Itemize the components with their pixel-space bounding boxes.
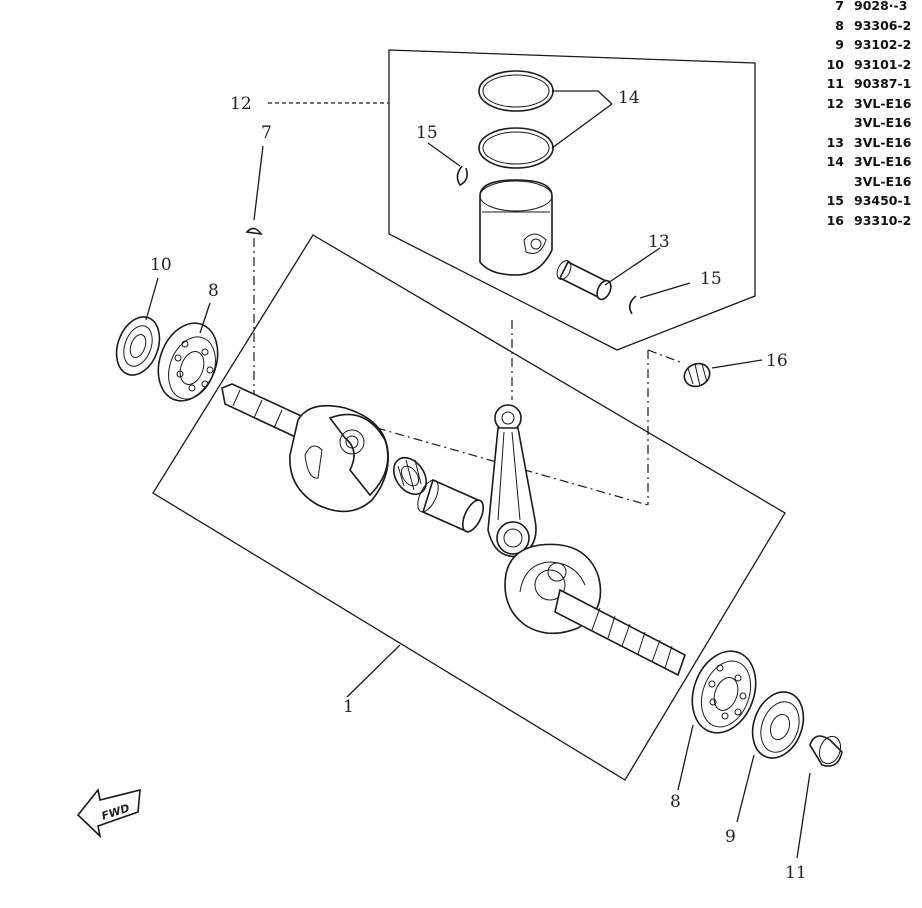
woodruff-key <box>245 227 263 236</box>
parts-list-row: 14 3VL-E16 <box>812 152 922 172</box>
parts-list: 7 9028·-3 8 93306-2 9 93102-2 10 93101-2 11 90387… <box>812 0 922 230</box>
fwd-arrow-icon: FWD <box>76 788 141 839</box>
crankshaft-assembly-outline <box>152 234 786 781</box>
parts-list-row: 13 3VL-E16 <box>812 133 922 153</box>
parts-list-ref-number: 8 <box>835 17 844 33</box>
callout-11: 11 <box>785 863 807 883</box>
parts-list-ref-number: 12 <box>826 95 844 111</box>
crankshaft-left-half <box>221 383 389 513</box>
parts-list-ref-number: 14 <box>826 154 844 169</box>
parts-list-part-code: 3VL-E16 <box>854 173 912 189</box>
circlip-left <box>456 165 468 187</box>
parts-list-row: 7 9028·-3 <box>812 0 922 16</box>
callout-8-right: 8 <box>670 792 681 812</box>
parts-list-part-code: 3VL-E16 <box>854 154 912 169</box>
callout-15-left: 15 <box>416 123 438 143</box>
callout-13: 13 <box>648 232 670 252</box>
parts-list-ref-number: 7 <box>835 0 844 13</box>
callout-9: 9 <box>725 827 736 847</box>
parts-list-ref-number: 16 <box>826 212 844 228</box>
parts-list-row: 11 90387-1 <box>812 74 922 94</box>
callout-8-left: 8 <box>208 281 219 301</box>
bearing-right <box>691 650 757 734</box>
parts-list-row: 15 93450-1 <box>812 191 922 211</box>
crankshaft-right-half <box>504 543 686 677</box>
connecting-rod <box>487 404 537 558</box>
callout-10: 10 <box>150 255 172 275</box>
parts-list-row: 10 93101-2 <box>812 55 922 75</box>
parts-list-row: 8 93306-2 <box>812 16 922 36</box>
callout-12: 12 <box>230 94 252 114</box>
piston-pin <box>556 260 612 301</box>
parts-list-ref-number: 15 <box>826 193 844 208</box>
piston-kit-outline <box>388 49 756 351</box>
circlip-right <box>628 295 637 315</box>
bearing-left <box>157 322 219 402</box>
parts-list-row: 12 3VL-E16 <box>812 94 922 114</box>
oil-seal-left <box>115 316 161 376</box>
needle-bearing-small-end <box>683 362 711 388</box>
callout-1: 1 <box>343 697 354 717</box>
parts-list-ref-number: 10 <box>826 56 844 72</box>
parts-list-part-code: 3VL-E16 <box>854 115 912 130</box>
parts-list-row: 9 93102-2 <box>812 35 922 55</box>
oil-seal-right <box>751 691 805 759</box>
callout-16: 16 <box>766 351 788 371</box>
parts-list-part-code: 93306-2 <box>854 17 912 33</box>
parts-list-part-code: 3VL-E16 <box>854 134 912 150</box>
parts-list-row: 3VL-E16 <box>812 113 922 133</box>
parts-list-ref-number: 11 <box>826 76 844 91</box>
parts-list-part-code: 93101-2 <box>854 56 912 72</box>
parts-list-ref-number: 9 <box>835 37 844 52</box>
parts-list-row: 3VL-E16 <box>812 172 922 192</box>
callout-15-right: 15 <box>700 269 722 289</box>
parts-list-part-code: 3VL-E16 <box>854 95 912 111</box>
parts-list-part-code: 93310-2 <box>854 212 912 228</box>
piston <box>479 179 553 276</box>
collar <box>809 735 843 767</box>
parts-list-part-code: 93450-1 <box>854 193 912 208</box>
needle-bearing-big-end <box>392 456 428 496</box>
crank-pin <box>417 478 485 534</box>
parts-list-part-code: 93102-2 <box>854 37 912 52</box>
parts-list-part-code: 90387-1 <box>854 76 912 91</box>
parts-list-part-code: 9028·-3 <box>854 0 908 13</box>
parts-list-row: 16 93310-2 <box>812 211 922 231</box>
parts-list-ref-number: 13 <box>826 134 844 150</box>
callout-14: 14 <box>618 88 640 108</box>
leader-lines <box>145 90 811 859</box>
piston-rings <box>478 70 554 169</box>
callout-7: 7 <box>261 123 272 143</box>
